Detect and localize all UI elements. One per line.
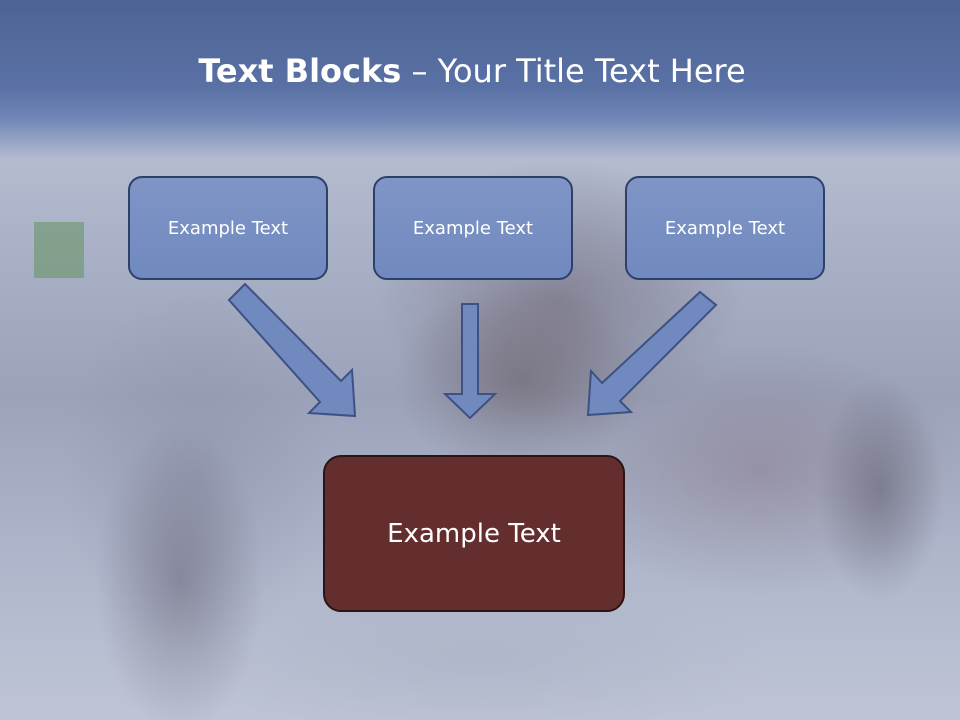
- target-block[interactable]: Example Text: [323, 455, 625, 612]
- slide-title: Text Blocks – Your Title Text Here: [0, 52, 944, 90]
- background-flag: [34, 222, 84, 278]
- arrow-left-icon: [227, 282, 357, 418]
- text-block-1-label: Example Text: [167, 217, 289, 239]
- title-bold-part: Text Blocks: [198, 52, 402, 90]
- text-block-2[interactable]: Example Text: [373, 176, 573, 280]
- title-dash: –: [401, 52, 438, 90]
- title-rest: Your Title Text Here: [437, 52, 746, 90]
- text-block-1[interactable]: Example Text: [128, 176, 328, 280]
- text-block-3[interactable]: Example Text: [625, 176, 825, 280]
- text-block-3-label: Example Text: [664, 217, 786, 239]
- arrow-down-icon: [442, 303, 498, 420]
- arrow-right-icon: [586, 290, 718, 417]
- title-band: [0, 0, 960, 160]
- text-block-2-label: Example Text: [412, 217, 534, 239]
- target-block-label: Example Text: [387, 518, 561, 549]
